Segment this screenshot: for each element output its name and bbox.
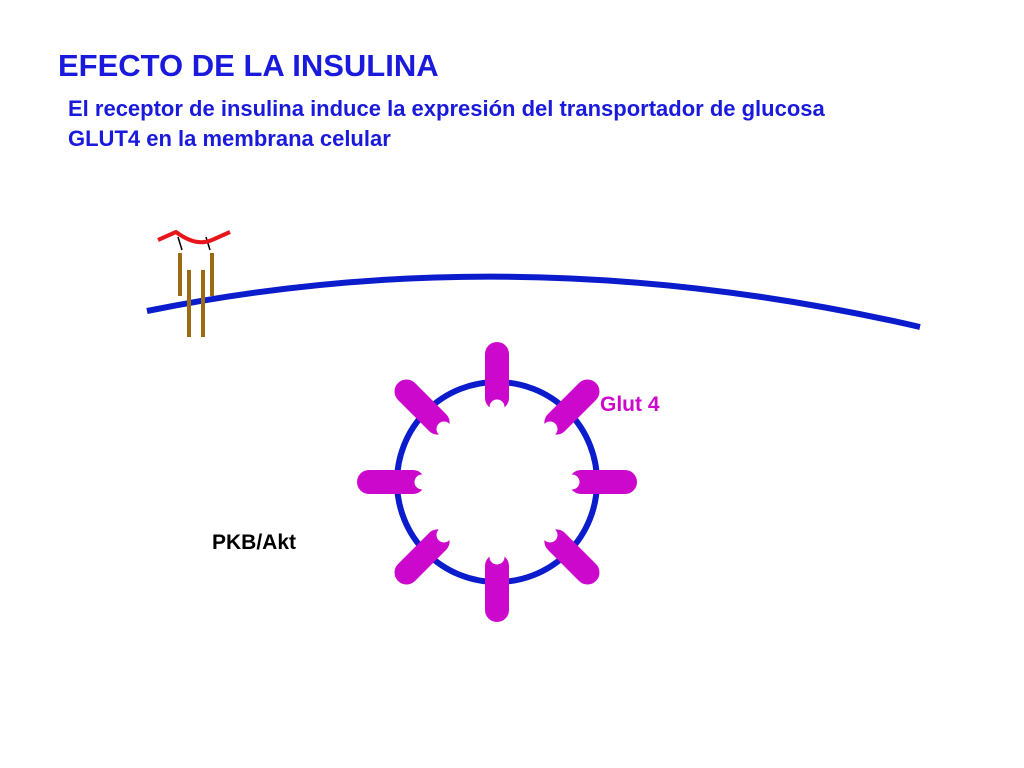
glut4-transporter-icon	[542, 527, 600, 585]
receptor-disulfide-bond-left	[177, 236, 183, 251]
glut4-transporter-icon	[357, 470, 430, 494]
glut4-transporter-icon	[485, 549, 509, 622]
glut4-transporter-icon	[542, 379, 600, 437]
glut4-transporter-icon	[394, 527, 452, 585]
glut4-transporter-icon	[564, 470, 637, 494]
cell-membrane	[146, 273, 921, 330]
slide-title: EFECTO DE LA INSULINA	[58, 48, 439, 83]
glut4-transporter-icon	[394, 379, 452, 437]
pkb-akt-label: PKB/Akt	[212, 531, 297, 554]
slide-subtitle: El receptor de insulina induce la expres…	[68, 96, 825, 151]
insulin-receptor	[157, 230, 231, 337]
glut4-label: Glut 4	[600, 393, 660, 416]
receptor-alpha-arms	[157, 230, 231, 245]
receptor-disulfide-bond-right	[205, 236, 211, 251]
glut4-vesicle	[357, 342, 637, 622]
glut4-transporter-icon	[485, 342, 509, 415]
glut4-transporters	[357, 342, 637, 622]
